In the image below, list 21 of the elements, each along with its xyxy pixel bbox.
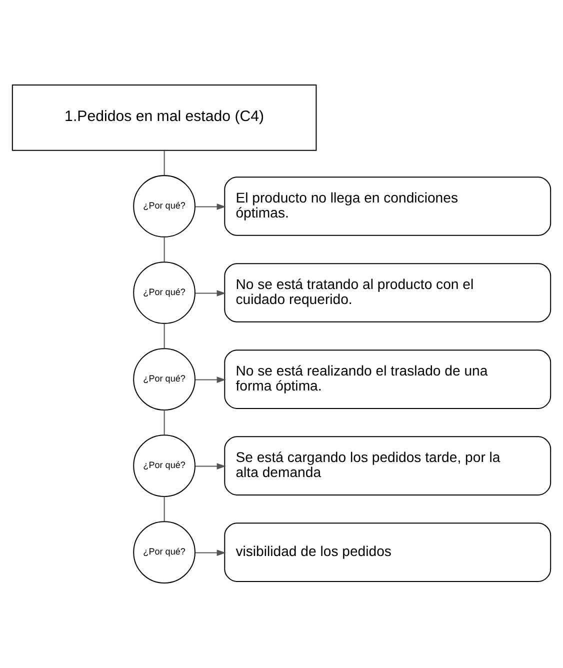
node-box: Se está cargando los pedidos tarde, por la alta demanda — [224, 436, 552, 496]
node-circle: ¿Por qué? — [133, 348, 196, 410]
node-circle: ¿Por qué? — [133, 262, 196, 324]
node-box: El producto no llega en condiciones óptimas. — [224, 176, 552, 236]
node-box: visibilidad de los pedidos — [224, 522, 552, 582]
node-box: No se está tratando al producto con el cuidado requerido. — [224, 263, 552, 322]
node-box: 1.Pedidos en mal estado (C4) — [12, 84, 317, 151]
node-circle: ¿Por qué? — [133, 521, 196, 584]
connector — [164, 410, 165, 435]
arrow — [195, 376, 226, 383]
node-circle: ¿Por qué? — [133, 175, 196, 238]
connector — [164, 496, 165, 522]
arrow — [195, 550, 226, 556]
node-box: No se está realizando el traslado de una forma óptima. — [224, 350, 552, 409]
arrow — [195, 463, 226, 470]
arrow — [195, 204, 226, 210]
node-circle: ¿Por qué? — [133, 434, 196, 497]
connector — [164, 150, 165, 176]
connector — [164, 324, 165, 348]
connector — [164, 236, 165, 262]
arrow — [195, 290, 226, 296]
